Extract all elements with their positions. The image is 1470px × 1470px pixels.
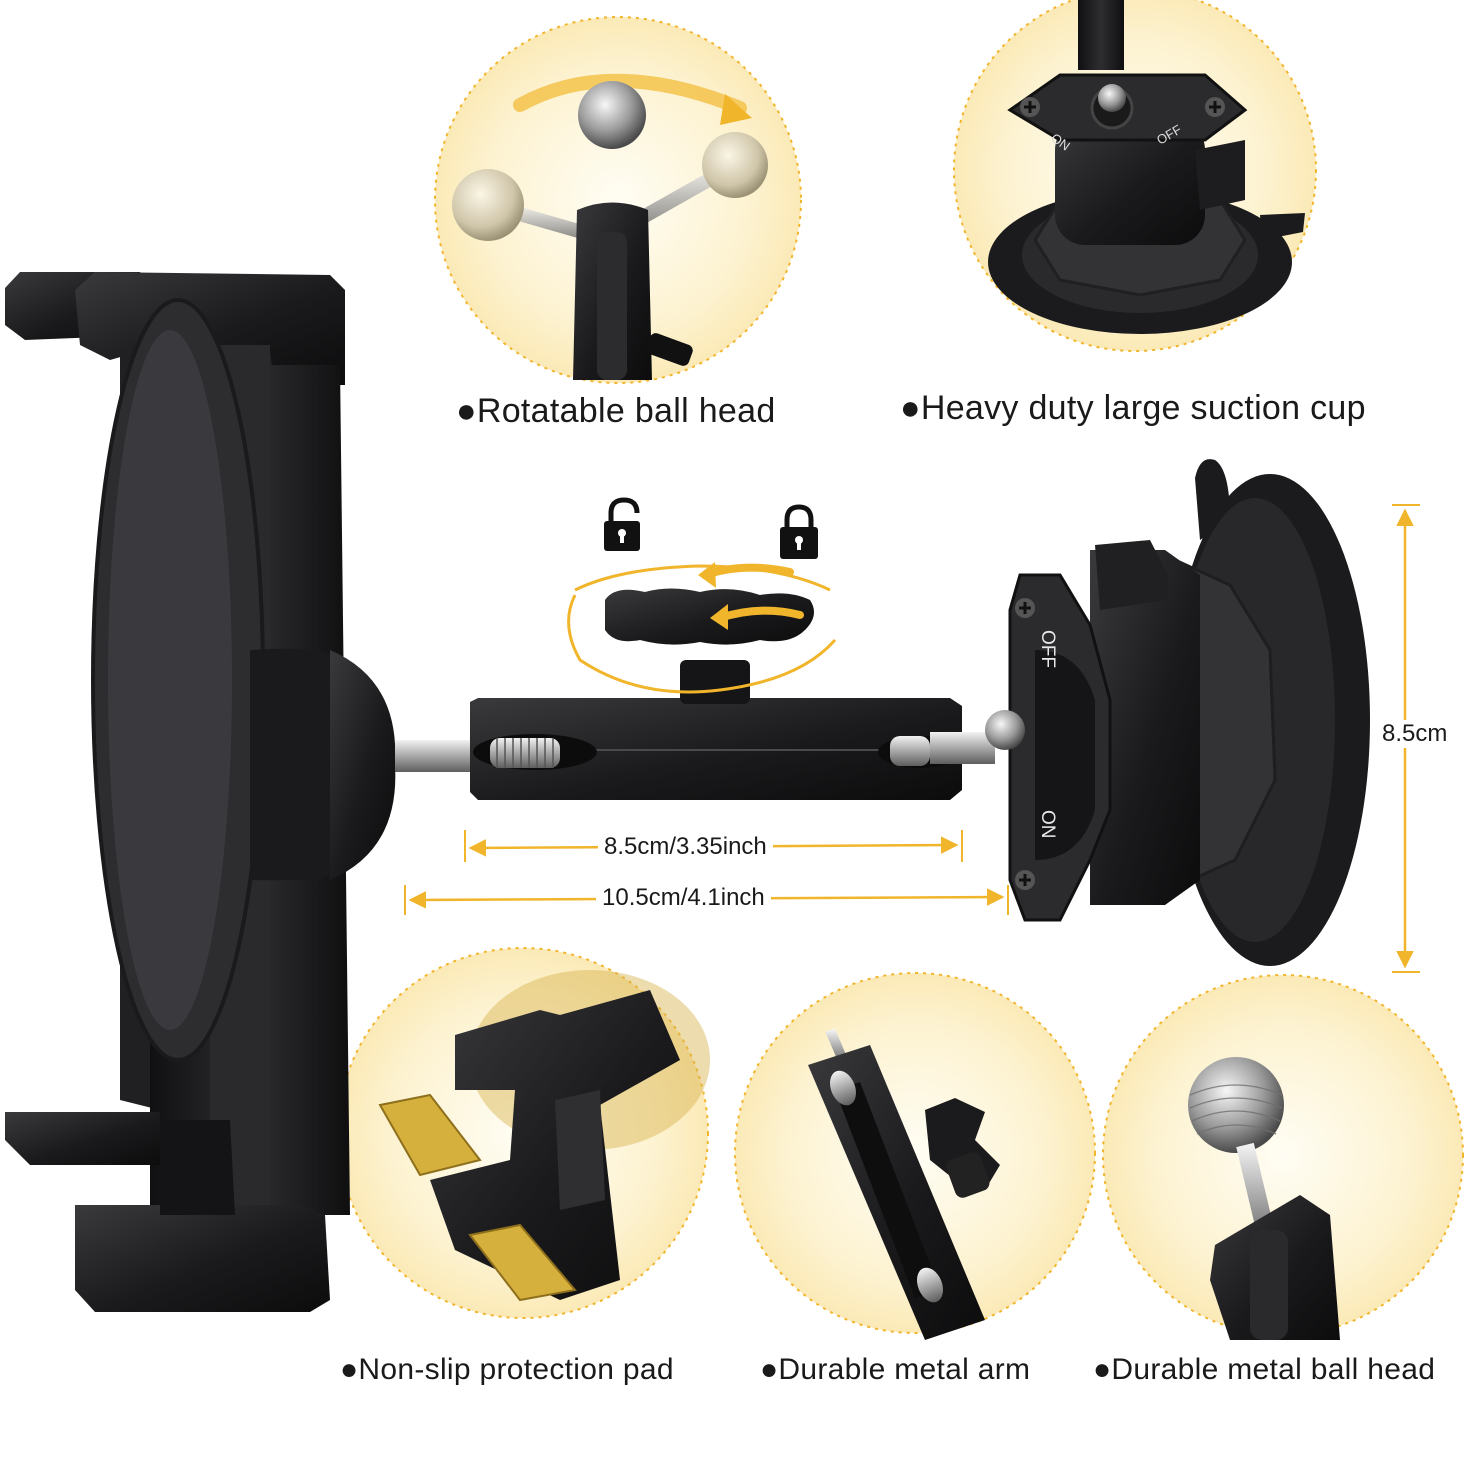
suction-cup-main: OFF ON [985, 459, 1370, 966]
circle-metal-arm [734, 972, 1096, 1340]
caption-metal-arm: ●Durable metal arm [760, 1353, 1031, 1386]
circle-metal-ball-head [1102, 974, 1464, 1340]
cup-on-label: ON [1037, 810, 1058, 839]
caption-protection-pad: ●Non-slip protection pad [340, 1353, 674, 1386]
circle-protection-pad [337, 947, 710, 1319]
cup-off-label: OFF [1037, 630, 1058, 668]
circle-rotatable-ball-head [434, 16, 802, 384]
dimension-cup-diameter: 8.5cm [1380, 720, 1450, 748]
caption-rotatable-ball-head: ●Rotatable ball head [456, 392, 776, 430]
caption-metal-ball-head: ●Durable metal ball head [1093, 1353, 1436, 1386]
extension-arm [395, 562, 995, 800]
tablet-holder-clamp [5, 272, 396, 1312]
caption-suction-cup: ●Heavy duty large suction cup [900, 389, 1366, 427]
dimension-arm-length: 8.5cm/3.35inch [598, 833, 773, 861]
lock-icon [780, 504, 818, 559]
dimension-total-length: 10.5cm/4.1inch [596, 884, 771, 912]
unlock-icon [604, 497, 640, 551]
circle-suction-cup: ON OFF [953, 0, 1317, 352]
